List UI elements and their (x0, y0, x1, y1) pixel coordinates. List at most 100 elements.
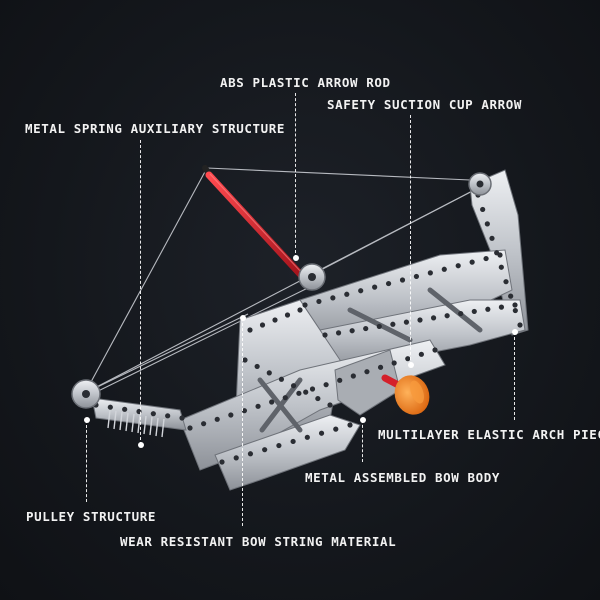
bolt-hole (358, 288, 364, 294)
bolt-hole (262, 447, 268, 453)
bolt-hole (150, 411, 156, 417)
bolt-hole (418, 351, 424, 357)
leader-abs-rod (295, 93, 296, 258)
bolt-hole (296, 390, 302, 396)
leader-dot-bow-string (240, 315, 246, 321)
leader-dot-spring (138, 442, 144, 448)
bolt-hole (187, 425, 193, 431)
bolt-hole (303, 389, 309, 395)
bolt-hole (165, 413, 171, 419)
bolt-hole (302, 302, 308, 308)
label-metal-assembled-bow-body: METAL ASSEMBLED BOW BODY (305, 470, 501, 485)
bolt-hole (494, 250, 500, 256)
bolt-hole (107, 404, 113, 410)
bolt-hole (290, 438, 296, 445)
bolt-hole (266, 370, 272, 376)
bolt-hole (432, 347, 438, 353)
bolt-hole (255, 403, 261, 409)
bolt-hole (405, 356, 411, 362)
bolt-hole (322, 332, 328, 338)
label-wear-resistant-string: WEAR RESISTANT BOW STRING MATERIAL (120, 534, 397, 549)
bolt-hole (372, 284, 378, 290)
bolt-hole (512, 307, 518, 314)
bolt-hole (376, 323, 382, 330)
leader-pulley (86, 420, 87, 502)
bolt-hole (458, 310, 464, 317)
bolt-hole (344, 291, 350, 297)
label-safety-suction-cup-arrow: SAFETY SUCTION CUP ARROW (327, 97, 523, 112)
bolt-hole (254, 363, 260, 370)
bolt-hole (228, 412, 234, 418)
bolt-hole (290, 383, 297, 389)
bolt-hole (390, 321, 396, 327)
bolt-hole (377, 364, 384, 370)
bolt-hole (483, 255, 489, 262)
bolt-hole (233, 455, 239, 461)
bolt-hole (489, 235, 495, 241)
bolt-hole (485, 306, 491, 312)
bolt-hole (276, 442, 282, 449)
label-metal-spring-auxiliary: METAL SPRING AUXILIARY STRUCTURE (25, 121, 286, 136)
pulley-right (468, 172, 492, 196)
bolt-hole (323, 382, 329, 388)
bow-strings (84, 167, 483, 397)
bolt-hole (385, 280, 392, 287)
bolt-hole (349, 328, 355, 334)
bolt-hole (430, 315, 437, 321)
bolt-hole (399, 277, 406, 283)
bolt-hole (247, 327, 253, 333)
bolt-hole (363, 325, 369, 332)
arrow-rod (202, 165, 306, 280)
pulley-left (71, 379, 101, 409)
bolt-hole (512, 302, 518, 308)
bolt-hole (122, 406, 128, 412)
bolt-hole (508, 293, 514, 299)
bolt-hole (403, 319, 410, 325)
leader-dot-elastic-arch (512, 329, 518, 335)
bolt-hole (318, 430, 325, 436)
pulley-center (298, 263, 326, 291)
bolt-hole (316, 298, 322, 305)
bolt-hole (498, 264, 504, 270)
leader-bow-string (242, 318, 243, 526)
bolt-hole (284, 312, 291, 318)
bolt-hole (350, 373, 356, 379)
suction-cup-arrow (381, 374, 430, 415)
bolt-hole (503, 279, 509, 285)
bolt-hole (242, 357, 248, 363)
bolt-hole (315, 395, 321, 402)
label-pulley-structure: PULLEY STRUCTURE (26, 509, 157, 524)
bolt-hole (517, 322, 523, 328)
leader-dot-abs-rod (293, 255, 299, 261)
bolt-hole (278, 376, 285, 382)
bolt-hole (391, 360, 397, 366)
bolt-hole (201, 421, 207, 427)
bolt-hole (335, 330, 342, 336)
bolt-hole (297, 307, 303, 313)
bolt-hole (241, 408, 248, 414)
bolt-hole (471, 308, 477, 315)
bolt-hole (417, 317, 423, 323)
bolt-hole (484, 221, 490, 227)
bolt-hole (327, 402, 333, 408)
bolt-hole (364, 369, 370, 375)
leader-spring (140, 140, 141, 445)
bolt-hole (337, 377, 343, 383)
bolt-hole (480, 206, 486, 213)
bolt-hole (347, 422, 353, 428)
bolt-hole (333, 426, 339, 432)
bolt-hole (469, 259, 475, 265)
bolt-hole (444, 313, 450, 319)
bolt-hole (259, 322, 266, 328)
metal-bow-body (91, 169, 529, 491)
leader-suction-cup (410, 115, 411, 365)
label-abs-arrow-rod: ABS PLASTIC ARROW ROD (220, 75, 391, 90)
leader-bow-body (362, 420, 363, 462)
bolt-hole (272, 317, 278, 323)
leader-dot-suction-cup (408, 362, 414, 368)
bolt-hole (427, 270, 433, 276)
label-multilayer-elastic-arch: MULTILAYER ELASTIC ARCH PIECE (378, 427, 600, 442)
bolt-hole (441, 266, 447, 272)
